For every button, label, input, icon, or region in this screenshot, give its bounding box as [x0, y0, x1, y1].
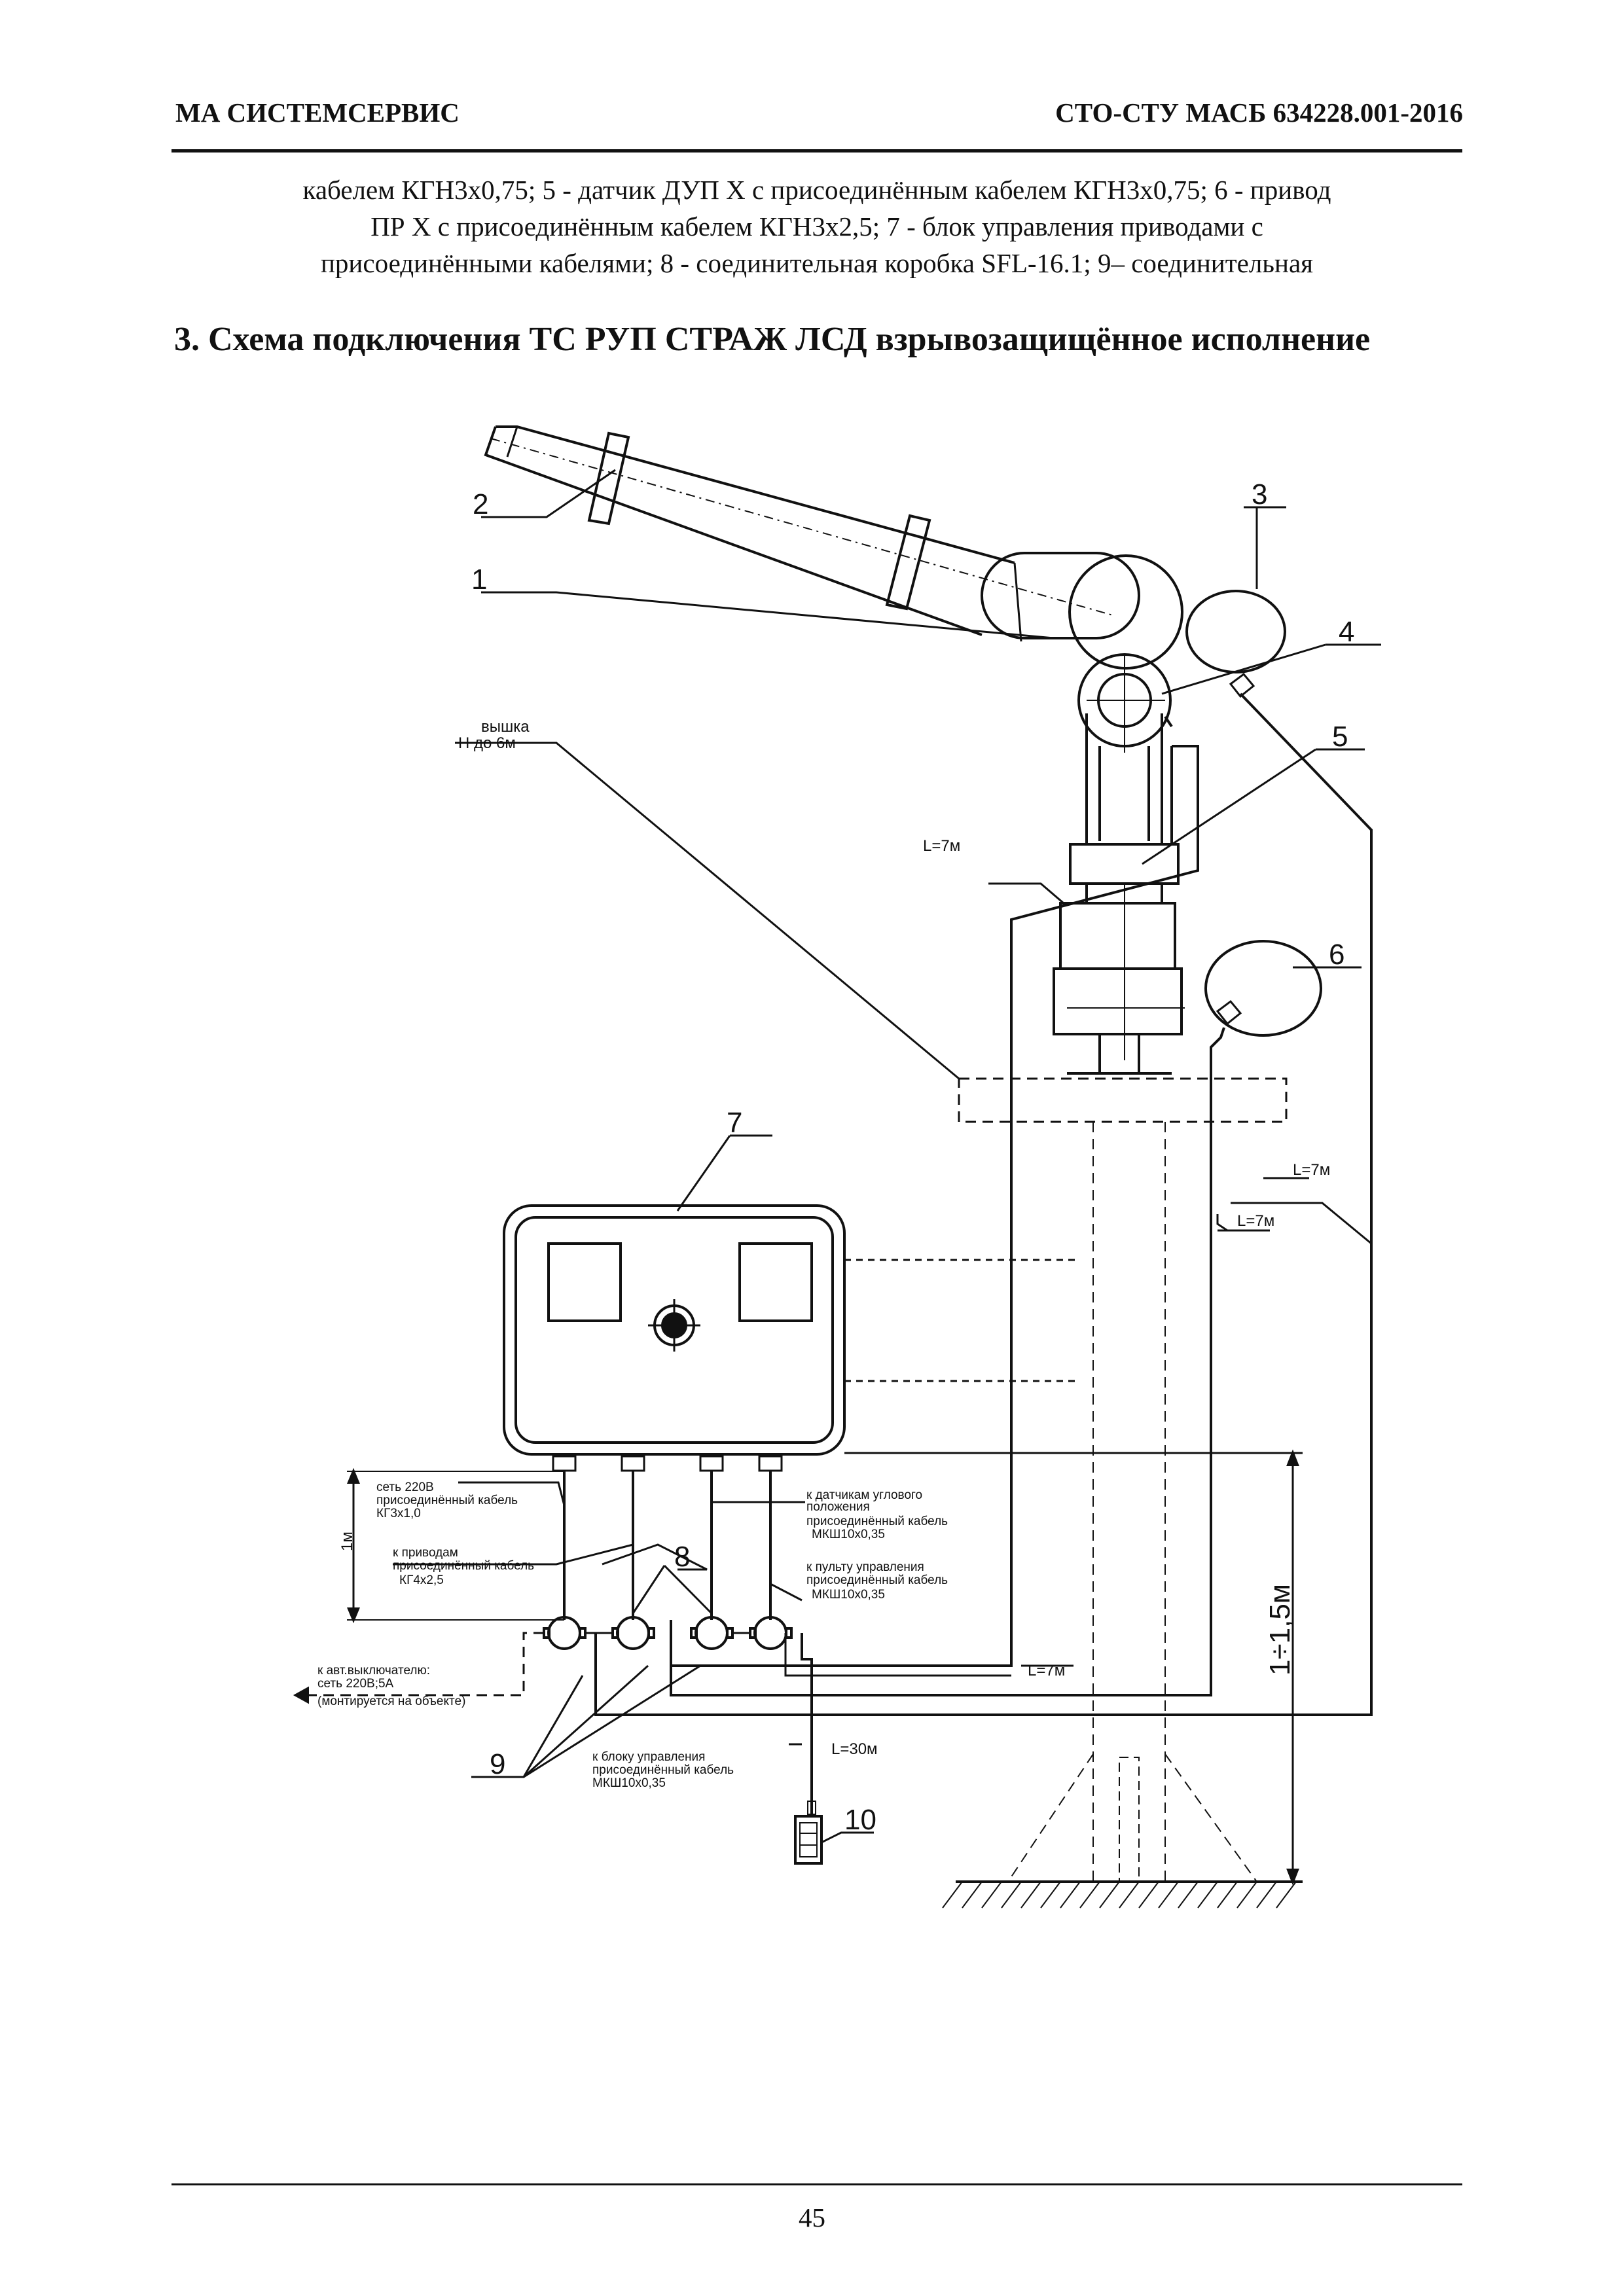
note-line: присоединённый кабель: [376, 1494, 518, 1507]
note-line: МКШ10х0,35: [592, 1776, 666, 1790]
tower-platform: [958, 1077, 1288, 1123]
section-title: 3. Схема подключения ТС РУП СТРАЖ ЛСД вз…: [174, 321, 1371, 358]
note-to-sensors: к датчикам углового положения присоединё…: [806, 1488, 948, 1541]
note-line: сеть 220В;5А: [317, 1677, 394, 1691]
note-line: (монтируется на объекте): [317, 1695, 465, 1708]
callout-2: 2: [473, 488, 488, 520]
header-organization: МА СИСТЕМСЕРВИС: [175, 98, 460, 128]
header-document-code: СТО-СТУ МАСБ 634228.001-2016: [1055, 98, 1463, 128]
note-line: присоединённый кабель: [806, 1573, 948, 1587]
callout-5: 5: [1332, 721, 1348, 753]
note-line: присоединённый кабель: [592, 1763, 734, 1777]
tower-label: вышка: [481, 718, 530, 736]
callout-8: 8: [674, 1541, 690, 1573]
note-line: положения: [806, 1500, 870, 1514]
note-line: присоединённый кабель: [806, 1515, 948, 1528]
callout-6: 6: [1329, 939, 1344, 971]
note-line: к приводам: [393, 1546, 458, 1560]
control-block-inner: [514, 1216, 834, 1444]
note-line: к датчикам углового: [806, 1488, 922, 1502]
note-line: присоединённый кабель: [393, 1559, 534, 1573]
note-line: к пульту управления: [806, 1560, 924, 1574]
dimension-height: 1÷1,5м: [1264, 1584, 1296, 1676]
note-to-control-block: к блоку управления присоединённый кабель…: [592, 1750, 734, 1790]
remote-control: [794, 1815, 823, 1865]
dimension-1m: 1м: [338, 1532, 356, 1551]
tower-height: Н до 6м: [458, 734, 516, 752]
header-rule: [171, 149, 1462, 152]
page-number: 45: [799, 2202, 825, 2233]
callout-9: 9: [490, 1748, 505, 1780]
monitor-barrel: [484, 425, 1140, 642]
callout-3: 3: [1252, 478, 1267, 511]
footer-rule: [171, 2183, 1462, 2185]
note-to-remote: к пульту управления присоединённый кабел…: [806, 1560, 948, 1602]
note-line: МКШ10х0,35: [812, 1588, 885, 1602]
note-line: сеть 220В: [376, 1480, 434, 1494]
note-to-breaker: к авт.выключателю: сеть 220В;5А (монтиру…: [317, 1664, 465, 1708]
cable-drive: [594, 692, 1373, 1716]
note-line: к блоку управления: [592, 1750, 705, 1764]
note-to-drives: к приводам присоединённый кабель КГ4х2,5: [393, 1546, 534, 1587]
cable-length: L=7м: [1028, 1662, 1065, 1679]
note-line: КГ3х1,0: [376, 1507, 421, 1520]
callout-7: 7: [727, 1107, 742, 1139]
note-line: к авт.выключателю:: [317, 1664, 430, 1677]
intro-line: присоединёнными кабелями; 8 - соединител…: [320, 248, 1314, 278]
callout-10: 10: [844, 1804, 876, 1836]
callout-1: 1: [471, 564, 487, 596]
note-line: КГ4х2,5: [399, 1573, 444, 1587]
intro-paragraph: кабелем КГН3х0,75; 5 - датчик ДУП Х с пр…: [171, 171, 1462, 281]
drive-circle: [1204, 940, 1322, 1037]
note-line: МКШ10х0,35: [812, 1528, 885, 1541]
intro-line: ПР Х с присоединённым кабелем КГН3х2,5; …: [370, 211, 1263, 242]
cable-drive2: [670, 1027, 1225, 1696]
cable-length: L=7м: [1237, 1212, 1274, 1230]
monitor-swivel: [1068, 554, 1183, 753]
note-net-220: сеть 220В присоединённый кабель КГ3х1,0: [376, 1480, 518, 1520]
drive-circle: [1185, 590, 1286, 673]
cable-length: L=30м: [831, 1740, 878, 1758]
intro-line: кабелем КГН3х0,75; 5 - датчик ДУП Х с пр…: [302, 175, 1331, 205]
callout-4: 4: [1339, 616, 1354, 648]
control-block-outer: [503, 1204, 846, 1456]
monitor-riser: [1053, 713, 1185, 1075]
cable-length: L=7м: [923, 837, 960, 855]
cable-length: L=7м: [1293, 1161, 1330, 1179]
junction-boxes: [543, 1616, 793, 1650]
